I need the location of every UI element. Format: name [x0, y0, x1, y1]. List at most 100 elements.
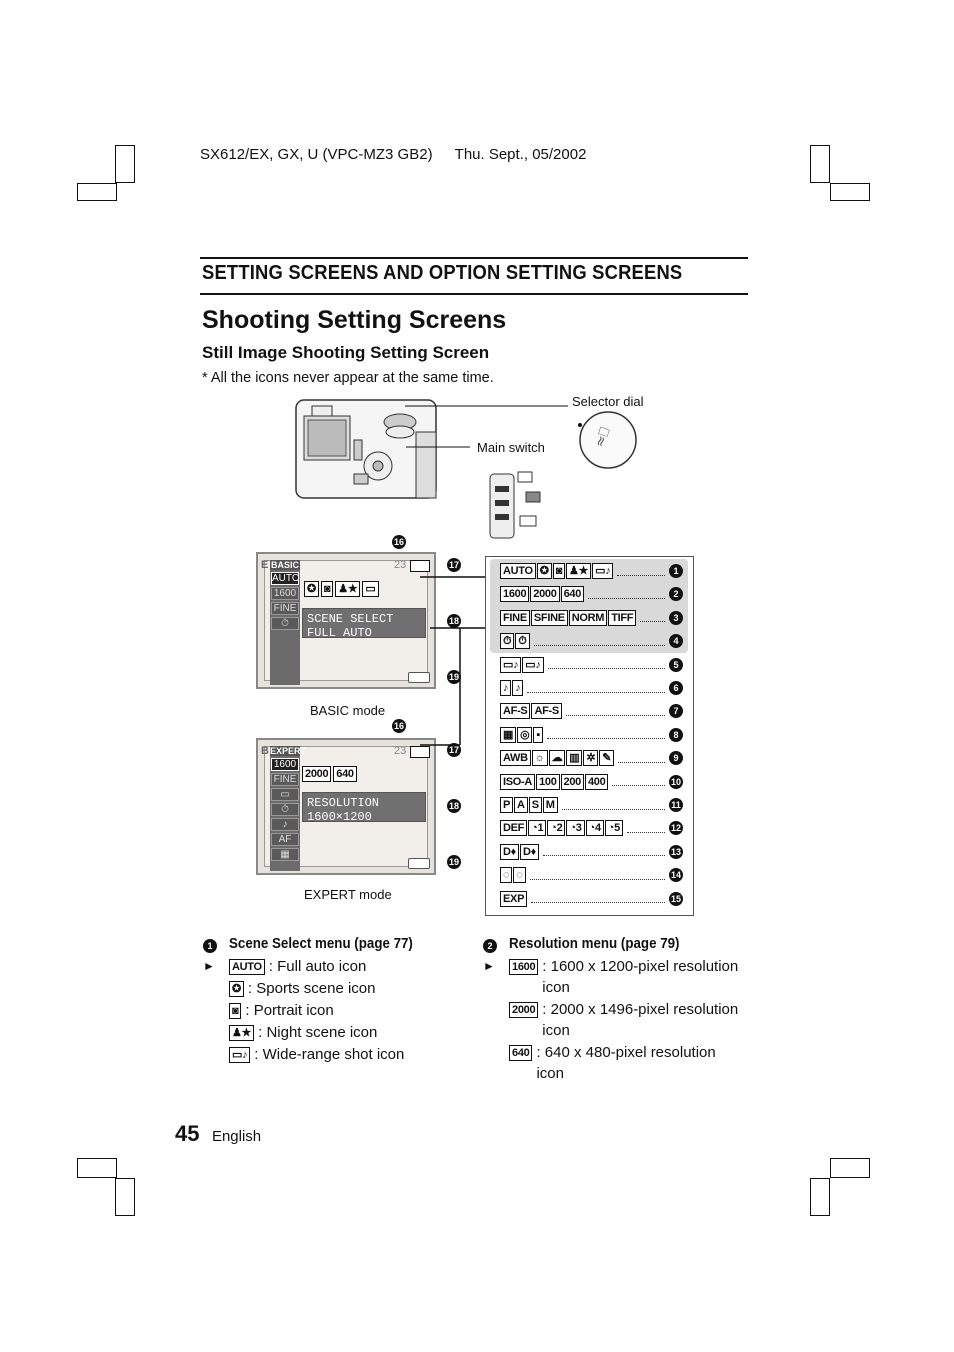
- menu-line: 1600×1200: [307, 810, 372, 824]
- desc-icon: ✪: [229, 981, 244, 997]
- setting-icon: AF-S: [531, 703, 562, 720]
- desc-scene-select: 1 Scene Select menu (page 77) ►AUTO: Ful…: [203, 935, 473, 1065]
- leader-dots: [640, 613, 665, 623]
- menu-line: RESOLUTION: [307, 796, 380, 810]
- desc-title: Scene Select menu (page 77): [229, 936, 414, 952]
- side-icon: 1600: [271, 587, 299, 600]
- setting-icon: ☼: [531, 750, 548, 767]
- scene-icon: ✪: [304, 581, 319, 597]
- basic-caption: BASIC mode: [310, 703, 386, 718]
- icon-group: EXP: [500, 890, 528, 907]
- desc-text: : 2000 x 1496-pixel resolution icon: [542, 1001, 739, 1039]
- leader-dots: [547, 660, 665, 670]
- setting-icon: ♪: [500, 680, 512, 696]
- item-number: 11: [669, 798, 683, 812]
- setting-icon: ISO-A: [500, 773, 536, 790]
- leader-dots: [542, 847, 665, 857]
- scene-icon: ▭: [362, 581, 379, 597]
- leader-dots: [531, 894, 665, 904]
- side-icon: FINE: [271, 773, 299, 786]
- desc-item: ▭♪: Wide-range shot icon: [203, 1044, 473, 1065]
- setting-icon: 2000: [530, 586, 560, 603]
- callout-17: 17: [447, 558, 461, 572]
- setting-icon: EXP: [500, 890, 528, 907]
- arrow-icon: [483, 999, 509, 1041]
- desc-resolution: 2 Resolution menu (page 79) ►1600: 1600 …: [483, 935, 743, 1084]
- leader-dots: [533, 637, 665, 646]
- page-heading: Shooting Setting Screens: [202, 306, 507, 334]
- setting-icon: NORM: [568, 609, 608, 626]
- item-number: 12: [669, 821, 683, 836]
- section-title: SETTING SCREENS AND OPTION SETTING SCREE…: [202, 262, 683, 284]
- leader-dots: [527, 684, 665, 693]
- list-item: ▦◎▪ 8: [500, 726, 683, 744]
- note-text: * All the icons never appear at the same…: [202, 370, 494, 386]
- setting-icon: ✪: [536, 563, 552, 579]
- icon-group: AWB☼☁▥✲✎: [500, 750, 615, 767]
- list-item: AWB☼☁▥✲✎ 9: [500, 749, 683, 767]
- page-footer: 45 English: [175, 1121, 261, 1147]
- icon-group: ⏱⏱: [500, 633, 530, 650]
- camera-illustration: ≈⎕: [295, 399, 637, 539]
- crop-mark: [830, 1158, 870, 1178]
- expert-count: 23: [394, 745, 407, 757]
- battery-icon: [410, 746, 430, 758]
- doc-date: Thu. Sept., 05/2002: [454, 146, 587, 163]
- icon-group: D♦D♦: [500, 843, 539, 860]
- list-item: ♪♪ 6: [500, 679, 683, 697]
- setting-icon: ⏱: [515, 633, 530, 650]
- setting-icon: ◙: [552, 563, 566, 579]
- item-number: 7: [669, 704, 683, 719]
- setting-icon: 640: [560, 586, 585, 603]
- setting-icon: AUTO: [500, 563, 536, 579]
- basic-mode-screen: E BASIC AUTO 1600 FINE ⏱ 23 ✪ ◙ ♟★ ▭ SCE…: [256, 552, 436, 689]
- setting-icon: 200: [560, 773, 584, 790]
- callout-16: 16: [392, 719, 406, 733]
- expert-side-menu: EXPERT 1600 FINE ▭ ⏱ ♪ AF ▦: [270, 746, 307, 871]
- item-number: 3: [669, 610, 683, 625]
- desc-item: ►AUTO: Full auto icon: [203, 956, 473, 977]
- leader-dots: [617, 567, 665, 576]
- item-number: 2: [669, 587, 683, 602]
- side-icon: ⏱: [271, 803, 299, 816]
- item-number: 13: [669, 844, 683, 859]
- desc-item: ◙: Portrait icon: [203, 1000, 473, 1021]
- list-item: AUTO✪◙♟★▭♪1: [500, 562, 683, 580]
- setting-icon: ⏱: [500, 633, 515, 650]
- item-number: 6: [669, 681, 683, 695]
- icon-group: ▦◎▪: [500, 726, 544, 743]
- desc-text: : Full auto icon: [268, 958, 367, 975]
- setting-icon: D♦: [519, 843, 539, 860]
- setting-icon: ◌: [513, 867, 526, 884]
- arrow-icon: ►: [203, 959, 215, 973]
- item-number: 14: [669, 868, 683, 883]
- item-number: 9: [669, 751, 683, 766]
- side-icon: AF: [271, 833, 299, 846]
- desc-item: ►1600: 1600 x 1200-pixel resolution icon: [483, 956, 743, 998]
- callout-19: 19: [447, 855, 461, 869]
- expert-icon-row: 2000 640: [302, 766, 357, 782]
- leader-dots: [547, 730, 665, 740]
- list-item: ◌◌14: [500, 866, 683, 884]
- menu-line: SCENE SELECT: [307, 612, 394, 626]
- setting-icon: TIFF: [608, 609, 637, 626]
- expert-mode-tag: EXPERT: [270, 746, 307, 756]
- basic-menu-box: SCENE SELECT FULL AUTO: [302, 608, 426, 640]
- basic-mode-tag: BASIC: [270, 560, 300, 570]
- callout-19: 19: [447, 670, 461, 684]
- item-number: 5: [669, 657, 683, 672]
- page-number: 45: [175, 1121, 200, 1146]
- setting-icon: SFINE: [530, 609, 568, 626]
- basic-count: 23: [394, 559, 407, 571]
- setting-icon: ♪: [512, 680, 524, 696]
- desc-text: : 640 x 480-pixel resolution icon: [536, 1044, 716, 1082]
- top-rule: [200, 257, 748, 259]
- item-number: 10: [669, 774, 683, 789]
- item-number: 8: [669, 727, 683, 742]
